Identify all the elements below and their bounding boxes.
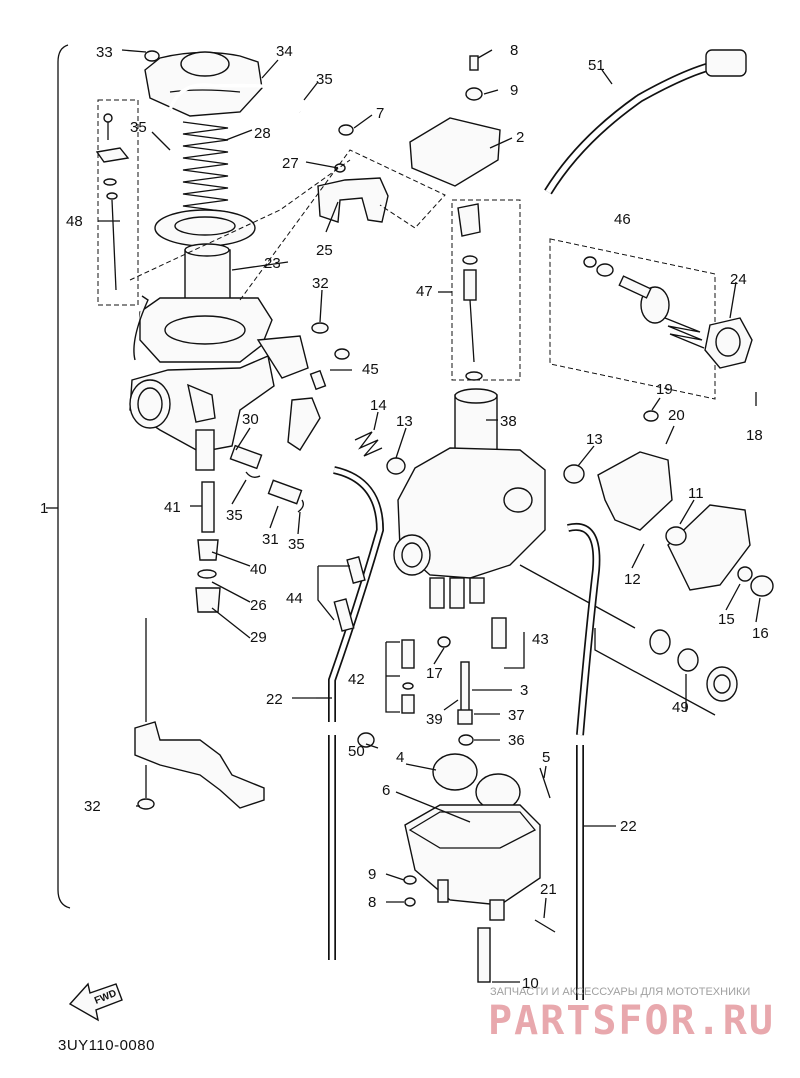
callout-n11: 11	[688, 485, 704, 502]
callout-n27: 27	[282, 155, 299, 172]
callout-n38: 38	[500, 413, 517, 430]
callout-n8b: 8	[368, 894, 376, 911]
accelerator-pump-24	[549, 238, 753, 400]
callout-n9b: 9	[368, 866, 376, 883]
callout-n29: 29	[250, 629, 267, 646]
watermark-brand: PARTSFOR.RU	[488, 998, 775, 1044]
piston-spring-28	[182, 121, 229, 213]
watermark-tagline: ЗАПЧАСТИ И АКСЕССУАРЫ ДЛЯ МОТОТЕХНИКИ	[490, 986, 750, 998]
callout-n20: 20	[668, 407, 685, 424]
callout-n33: 33	[96, 44, 113, 61]
callout-n35c: 35	[226, 507, 243, 524]
top-small-parts	[129, 50, 446, 301]
diagram-code: 3UY110-0080	[58, 1037, 155, 1054]
callout-n10: 10	[522, 975, 539, 992]
breather-hose-34	[168, 83, 302, 113]
callout-n12: 12	[624, 571, 641, 588]
drain-hose-left-22	[328, 466, 385, 960]
callout-n28: 28	[254, 125, 271, 142]
callout-n45: 45	[362, 361, 379, 378]
callout-n2: 2	[516, 129, 524, 146]
callout-n39: 39	[426, 711, 443, 728]
callout-n21: 21	[540, 881, 557, 898]
callout-n50: 50	[348, 743, 365, 760]
jet-needle-set-48	[95, 99, 139, 306]
diaphragm-piston-23	[154, 209, 256, 312]
callout-n23: 23	[264, 255, 281, 272]
left-small-parts	[195, 444, 304, 613]
callout-n4: 4	[396, 749, 404, 766]
callout-n51: 51	[588, 57, 605, 74]
forward-direction-arrow: FWD	[68, 982, 123, 1022]
callout-n32b: 32	[84, 798, 101, 815]
callout-n6: 6	[382, 782, 390, 799]
callout-n13b: 13	[586, 431, 603, 448]
float-bowl	[403, 804, 556, 983]
carburetor-body-left	[129, 335, 309, 471]
callout-n22a: 22	[266, 691, 283, 708]
callout-n13a: 13	[396, 413, 413, 430]
callout-n3: 3	[520, 682, 528, 699]
mount-bracket	[134, 721, 265, 810]
callout-n43: 43	[532, 631, 549, 648]
pilot-screw-set-49	[594, 628, 738, 716]
callout-n7: 7	[376, 105, 384, 122]
callout-n42: 42	[348, 671, 365, 688]
carburetor-body-top	[133, 295, 273, 363]
throttle-cable-51	[544, 49, 747, 195]
callout-n37: 37	[508, 707, 525, 724]
leader-lines	[98, 49, 761, 983]
drain-hose-right-22	[567, 522, 601, 1000]
throttle-linkage	[563, 410, 774, 597]
assembly-bracket-line	[46, 44, 71, 909]
callout-n8a: 8	[510, 42, 518, 59]
callout-n5: 5	[542, 749, 550, 766]
callout-n18: 18	[746, 427, 763, 444]
callout-n35a: 35	[316, 71, 333, 88]
callout-n25: 25	[316, 242, 333, 259]
throttle-shaft	[519, 564, 636, 629]
callout-n35d: 35	[288, 536, 305, 553]
callout-n30: 30	[242, 411, 259, 428]
callout-n47: 47	[416, 283, 433, 300]
callout-n32a: 32	[312, 275, 329, 292]
callout-n14: 14	[370, 397, 387, 414]
callout-n24: 24	[730, 271, 747, 288]
callout-n34: 34	[276, 43, 293, 60]
callout-n16: 16	[752, 625, 769, 642]
callout-n19: 19	[656, 381, 673, 398]
callout-n17: 17	[426, 665, 443, 682]
callout-n15: 15	[718, 611, 735, 628]
callout-n40: 40	[250, 561, 267, 578]
callout-n49: 49	[672, 699, 689, 716]
callout-n31: 31	[262, 531, 279, 548]
callout-n22b: 22	[620, 818, 637, 835]
callout-n9a: 9	[510, 82, 518, 99]
callout-n48: 48	[66, 213, 83, 230]
top-cover-2	[409, 55, 501, 187]
callout-n41: 41	[164, 499, 181, 516]
callout-n36: 36	[508, 732, 525, 749]
callout-n26: 26	[250, 597, 267, 614]
needle-set-47	[451, 199, 521, 381]
jet-set	[357, 617, 507, 748]
small-springs	[287, 322, 406, 632]
callout-n44: 44	[286, 590, 303, 607]
callout-n46: 46	[614, 211, 631, 228]
callout-n35b: 35	[130, 119, 147, 136]
callout-n1: 1	[40, 500, 48, 517]
carburetor-main-body	[393, 388, 546, 609]
float-assembly	[432, 753, 551, 811]
watermark: ЗАПЧАСТИ И АКСЕССУАРЫ ДЛЯ МОТОТЕХНИКИ PA…	[488, 986, 775, 1044]
